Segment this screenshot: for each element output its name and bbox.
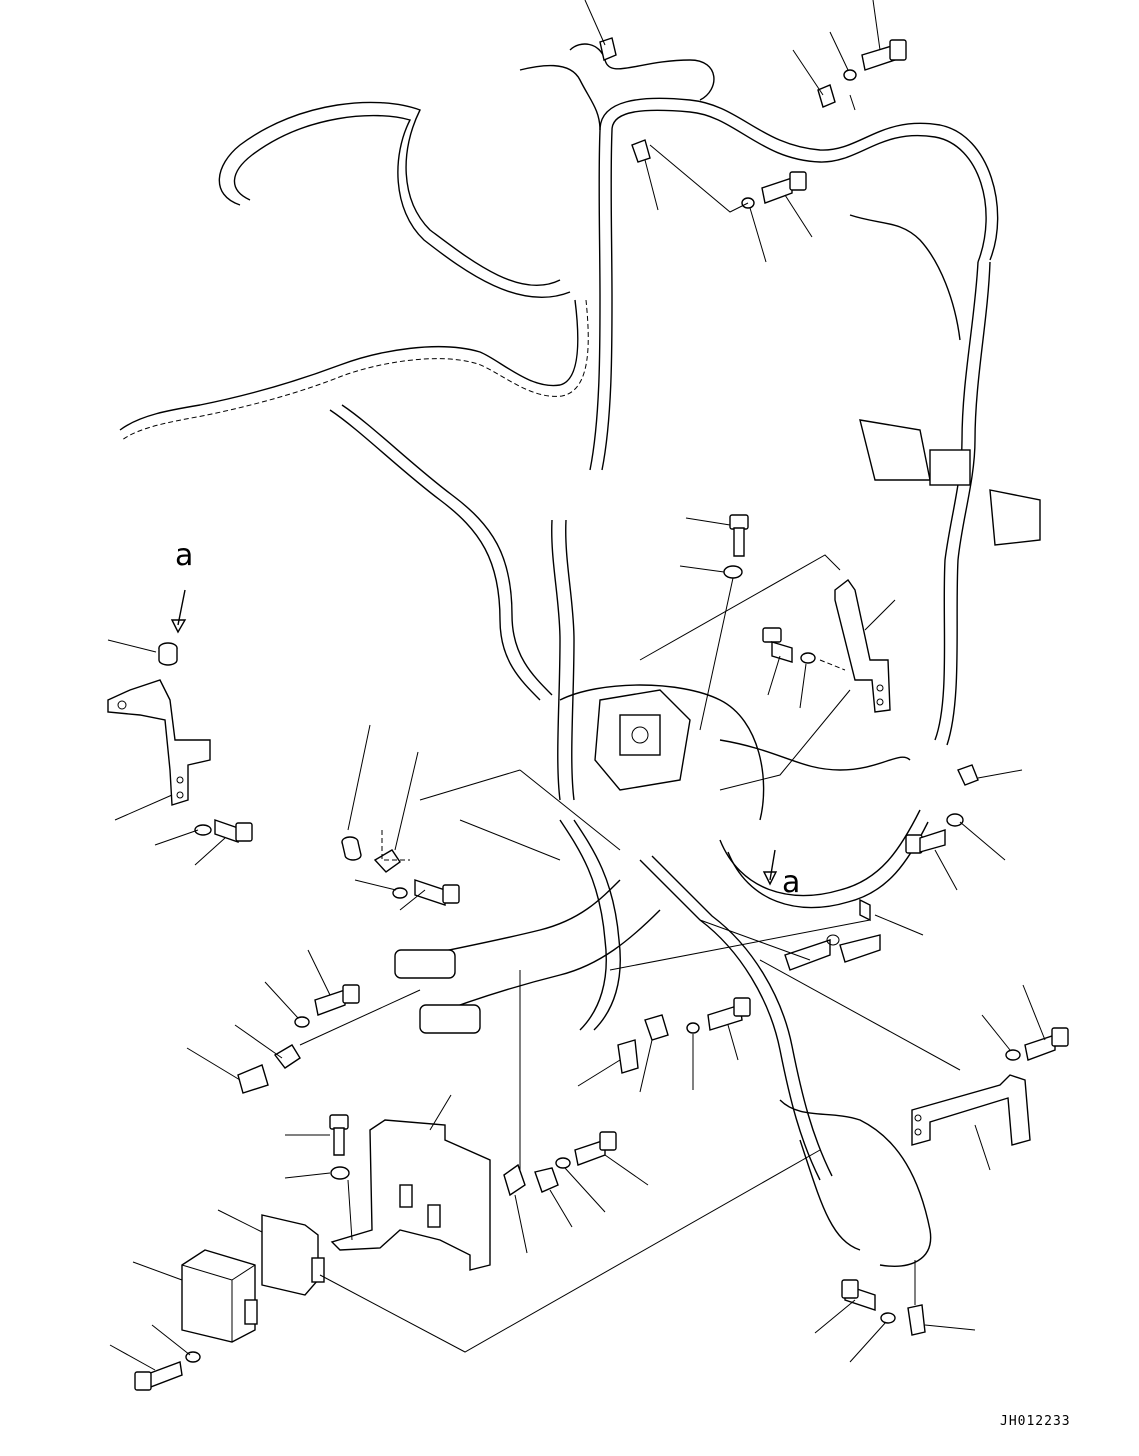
lower-left-modules bbox=[109, 1094, 821, 1391]
center-bottom-parts bbox=[577, 997, 751, 1093]
view-label-top: a bbox=[175, 538, 193, 573]
upper-harness bbox=[119, 43, 999, 746]
right-bracket-group bbox=[762, 578, 896, 713]
right-middle-parts: a bbox=[762, 764, 1023, 971]
center-harness bbox=[329, 404, 932, 1267]
right-upper-module bbox=[859, 419, 1041, 546]
reference-lines bbox=[419, 554, 871, 971]
center-bottom-clamps bbox=[503, 970, 649, 1254]
center-module bbox=[594, 689, 691, 791]
top-right-parts bbox=[584, 0, 907, 263]
left-lower-parts bbox=[186, 949, 421, 1094]
left-bracket-group: a bbox=[107, 538, 253, 866]
top-center-parts bbox=[679, 514, 749, 731]
center-left-parts bbox=[341, 724, 460, 911]
view-label-bottom: a bbox=[782, 865, 800, 900]
bottom-right-parts bbox=[759, 959, 1069, 1363]
drawing-number: JH012233 bbox=[1000, 1414, 1071, 1429]
